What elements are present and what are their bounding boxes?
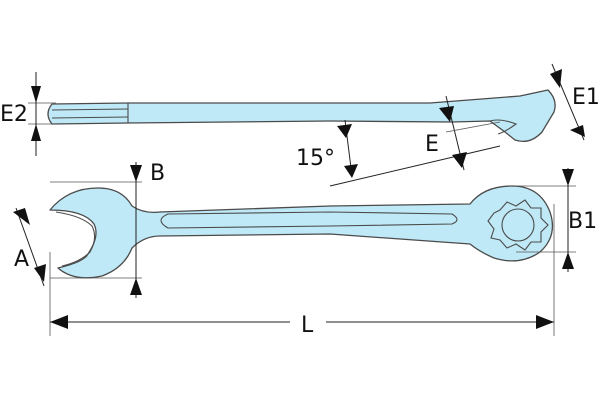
side-view-open-end-jaw-2 (51, 116, 129, 119)
plan-view-open-jaw-inner (55, 211, 96, 267)
E-label: E (425, 132, 439, 157)
side-view-open-end-jaw (51, 108, 129, 111)
B-arrow-top (130, 165, 142, 182)
dimension-B1: B1 (516, 168, 597, 272)
dimension-A: A (13, 207, 46, 287)
side-view-outline (47, 89, 556, 143)
E-arrow-bottom (452, 152, 467, 168)
wrench-side-view (47, 89, 556, 143)
A-label: A (14, 247, 29, 272)
E1-label: E1 (572, 85, 600, 110)
E1-arrow-bottom (570, 125, 585, 137)
L-label-gap (290, 306, 326, 336)
E2-arrow-top (31, 86, 41, 103)
L-label: L (301, 313, 314, 338)
plan-view-ring-bore (501, 208, 535, 242)
B1-arrow-bottom (562, 252, 574, 269)
B-label: B (150, 161, 165, 186)
angle-arrow-top (337, 124, 352, 138)
B1-arrow-top (562, 169, 574, 186)
E2-arrow-bottom (31, 124, 41, 141)
plan-view-handle-recess (160, 211, 458, 229)
A-arrow-top (13, 208, 30, 225)
dimension-angle: 15° (296, 119, 501, 187)
angle-label: 15° (296, 146, 335, 171)
E1-arrow-top (550, 69, 562, 88)
angle-arrow-bottom (344, 164, 358, 178)
dimension-E1: E1 (550, 63, 600, 141)
dimension-B: B (50, 161, 165, 298)
E2-label: E2 (0, 102, 28, 127)
L-arrow-left (50, 315, 68, 329)
A-arrow-bottom (34, 264, 46, 282)
wrench-plan-view (49, 185, 554, 279)
plan-view-12-point-ring (487, 199, 549, 251)
B-arrow-bottom (130, 278, 142, 295)
side-view-ring-recess (489, 119, 518, 135)
E-extension-line (445, 121, 501, 133)
plan-view-outline (49, 185, 554, 279)
angle-reference-line (329, 145, 501, 187)
E-arrow-top (439, 106, 454, 122)
dimension-E2: E2 (0, 72, 56, 156)
L-arrow-right (536, 315, 554, 329)
B1-label: B1 (568, 209, 597, 234)
dimension-L: L (49, 204, 555, 338)
dimension-E: E (425, 95, 501, 171)
